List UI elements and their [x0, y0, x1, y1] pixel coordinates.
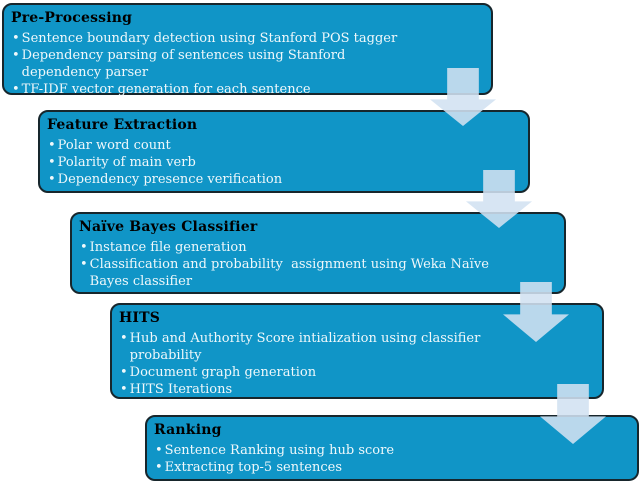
bullet-text: Extracting top-5 sentences — [164, 460, 343, 475]
bullet-item: • Sentence Ranking using hub score — [147, 442, 637, 459]
bullet-marker: • — [12, 82, 20, 97]
bullet-text: Sentence Ranking using hub score — [164, 443, 395, 458]
bullet-text: Polarity of main verb — [57, 155, 196, 170]
stage-title: Pre-Processing — [11, 10, 133, 26]
bullet-item: • TF-IDF vector generation for each sent… — [4, 81, 491, 98]
bullet-item: • Hub and Authority Score intialization … — [112, 330, 602, 364]
bullet-marker: • — [155, 460, 163, 475]
bullet-item: • Instance file generation — [72, 239, 564, 256]
bullet-item: • Extracting top-5 sentences — [147, 459, 637, 476]
bullet-item: • Classification and probability assignm… — [72, 256, 564, 290]
bullet-item: • Dependency parsing of sentences using … — [4, 47, 491, 81]
bullet-text: Instance file generation — [89, 240, 247, 255]
bullet-item: • Document graph generation — [112, 364, 602, 381]
bullet-text: HITS Iterations — [129, 382, 233, 397]
stage-title: Feature Extraction — [47, 117, 198, 133]
stage-box-pre-processing: Pre-Processing • Sentence boundary detec… — [2, 3, 493, 98]
bullet-marker: • — [80, 257, 88, 272]
bullet-marker: • — [12, 48, 20, 63]
bullet-marker: • — [48, 138, 56, 153]
bullet-item: • Sentence boundary detection using Stan… — [4, 30, 491, 47]
bullet-marker: • — [155, 443, 163, 458]
stage-title: Naïve Bayes Classifier — [79, 219, 258, 235]
bullet-marker: • — [120, 331, 128, 346]
bullet-text: Classification and probability assignmen… — [89, 257, 489, 289]
bullet-item: • Polarity of main verb — [40, 154, 528, 171]
stage-box-naive-bayes-classifier: Naïve Bayes Classifier • Instance file g… — [70, 212, 566, 294]
bullet-marker: • — [48, 155, 56, 170]
bullet-item: • Polar word count — [40, 137, 528, 154]
bullet-item: • HITS Iterations — [112, 381, 602, 398]
bullet-text: Hub and Authority Score intialization us… — [129, 331, 481, 363]
bullet-marker: • — [48, 172, 56, 187]
bullet-text: Dependency presence verification — [57, 172, 283, 187]
stage-box-feature-extraction: Feature Extraction • Polar word count • … — [38, 110, 530, 193]
stage-title: HITS — [119, 310, 161, 326]
stage-title: Ranking — [154, 422, 222, 438]
bullet-text: Dependency parsing of sentences using St… — [21, 48, 346, 80]
stage-box-ranking: Ranking • Sentence Ranking using hub sco… — [145, 415, 639, 481]
bullet-marker: • — [120, 365, 128, 380]
bullet-marker: • — [12, 31, 20, 46]
bullet-item: • Dependency presence verification — [40, 171, 528, 188]
bullet-text: Sentence boundary detection using Stanfo… — [21, 31, 398, 46]
bullet-marker: • — [80, 240, 88, 255]
bullet-text: Document graph generation — [129, 365, 317, 380]
bullet-text: Polar word count — [57, 138, 171, 153]
bullet-text: TF-IDF vector generation for each senten… — [21, 82, 311, 97]
bullet-marker: • — [120, 382, 128, 397]
